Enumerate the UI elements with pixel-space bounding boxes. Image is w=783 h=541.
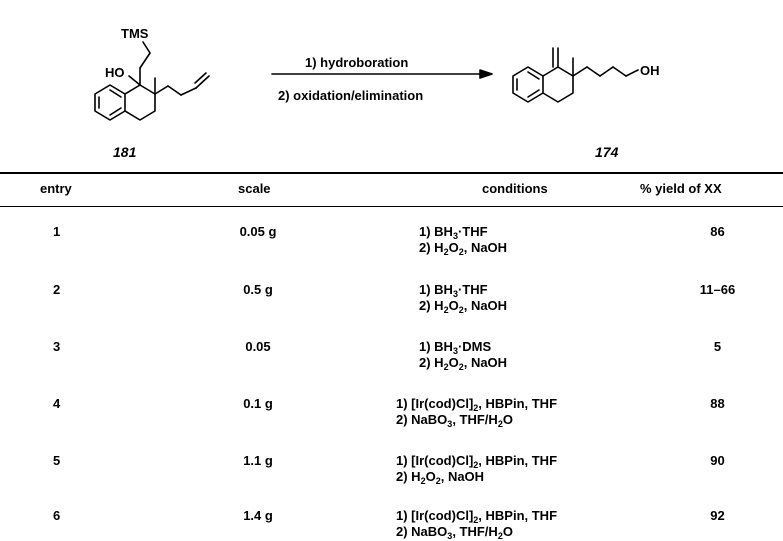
step2-label: 2) oxidation/elimination [278, 88, 423, 103]
reactant-structure [94, 41, 210, 121]
scale-cell: 0.05 [245, 339, 271, 354]
entry-cell: 5 [53, 453, 61, 468]
conditions-cell: 1) [Ir(cod)Cl]2, HBPin, THF 2) NaBO3, TH… [396, 396, 558, 429]
yield-cell: 11–66 [699, 282, 736, 297]
oh-label: OH [640, 63, 660, 78]
conditions-cell: 1) [Ir(cod)Cl]2, HBPin, THF 2) NaBO3, TH… [396, 508, 558, 541]
yield-cell: 90 [710, 453, 725, 468]
entry-cell: 1 [53, 224, 61, 239]
header-yield: % yield of XX [640, 181, 722, 196]
table-header-rule [0, 206, 783, 207]
table-top-rule [0, 172, 783, 174]
reaction-arrow [271, 69, 493, 79]
step1-label: 1) hydroboration [305, 55, 408, 70]
entry-cell: 3 [53, 339, 61, 354]
entry-cell: 6 [53, 508, 61, 523]
scale-cell: 0.05 g [239, 224, 277, 239]
scale-cell: 0.1 g [243, 396, 273, 411]
yield-cell: 86 [710, 224, 725, 239]
scale-cell: 0.5 g [243, 282, 273, 297]
product-label: 174 [595, 144, 619, 160]
ho-label: HO [105, 65, 125, 80]
tms-label: TMS [121, 26, 149, 41]
yield-cell: 5 [713, 339, 722, 354]
header-entry: entry [40, 181, 72, 196]
conditions-cell: 1) BH3·THF 2) H2O2, NaOH [419, 282, 508, 315]
conditions-cell: 1) [Ir(cod)Cl]2, HBPin, THF 2) H2O2, NaO… [396, 453, 558, 486]
scale-cell: 1.4 g [243, 508, 273, 523]
reactant-label: 181 [113, 144, 137, 160]
scale-cell: 1.1 g [243, 453, 273, 468]
conditions-cell: 1) BH3·THF 2) H2O2, NaOH [419, 224, 508, 257]
product-structure [512, 47, 639, 103]
yield-cell: 88 [710, 396, 725, 411]
entry-cell: 2 [53, 282, 61, 297]
reaction-scheme: TMS HO OH 1) hydroboration 2) oxidation/… [94, 26, 660, 160]
entry-cell: 4 [53, 396, 61, 411]
yield-cell: 92 [710, 508, 725, 523]
header-scale: scale [238, 181, 271, 196]
conditions-cell: 1) BH3·DMS 2) H2O2, NaOH [419, 339, 508, 372]
header-conditions: conditions [482, 181, 548, 196]
